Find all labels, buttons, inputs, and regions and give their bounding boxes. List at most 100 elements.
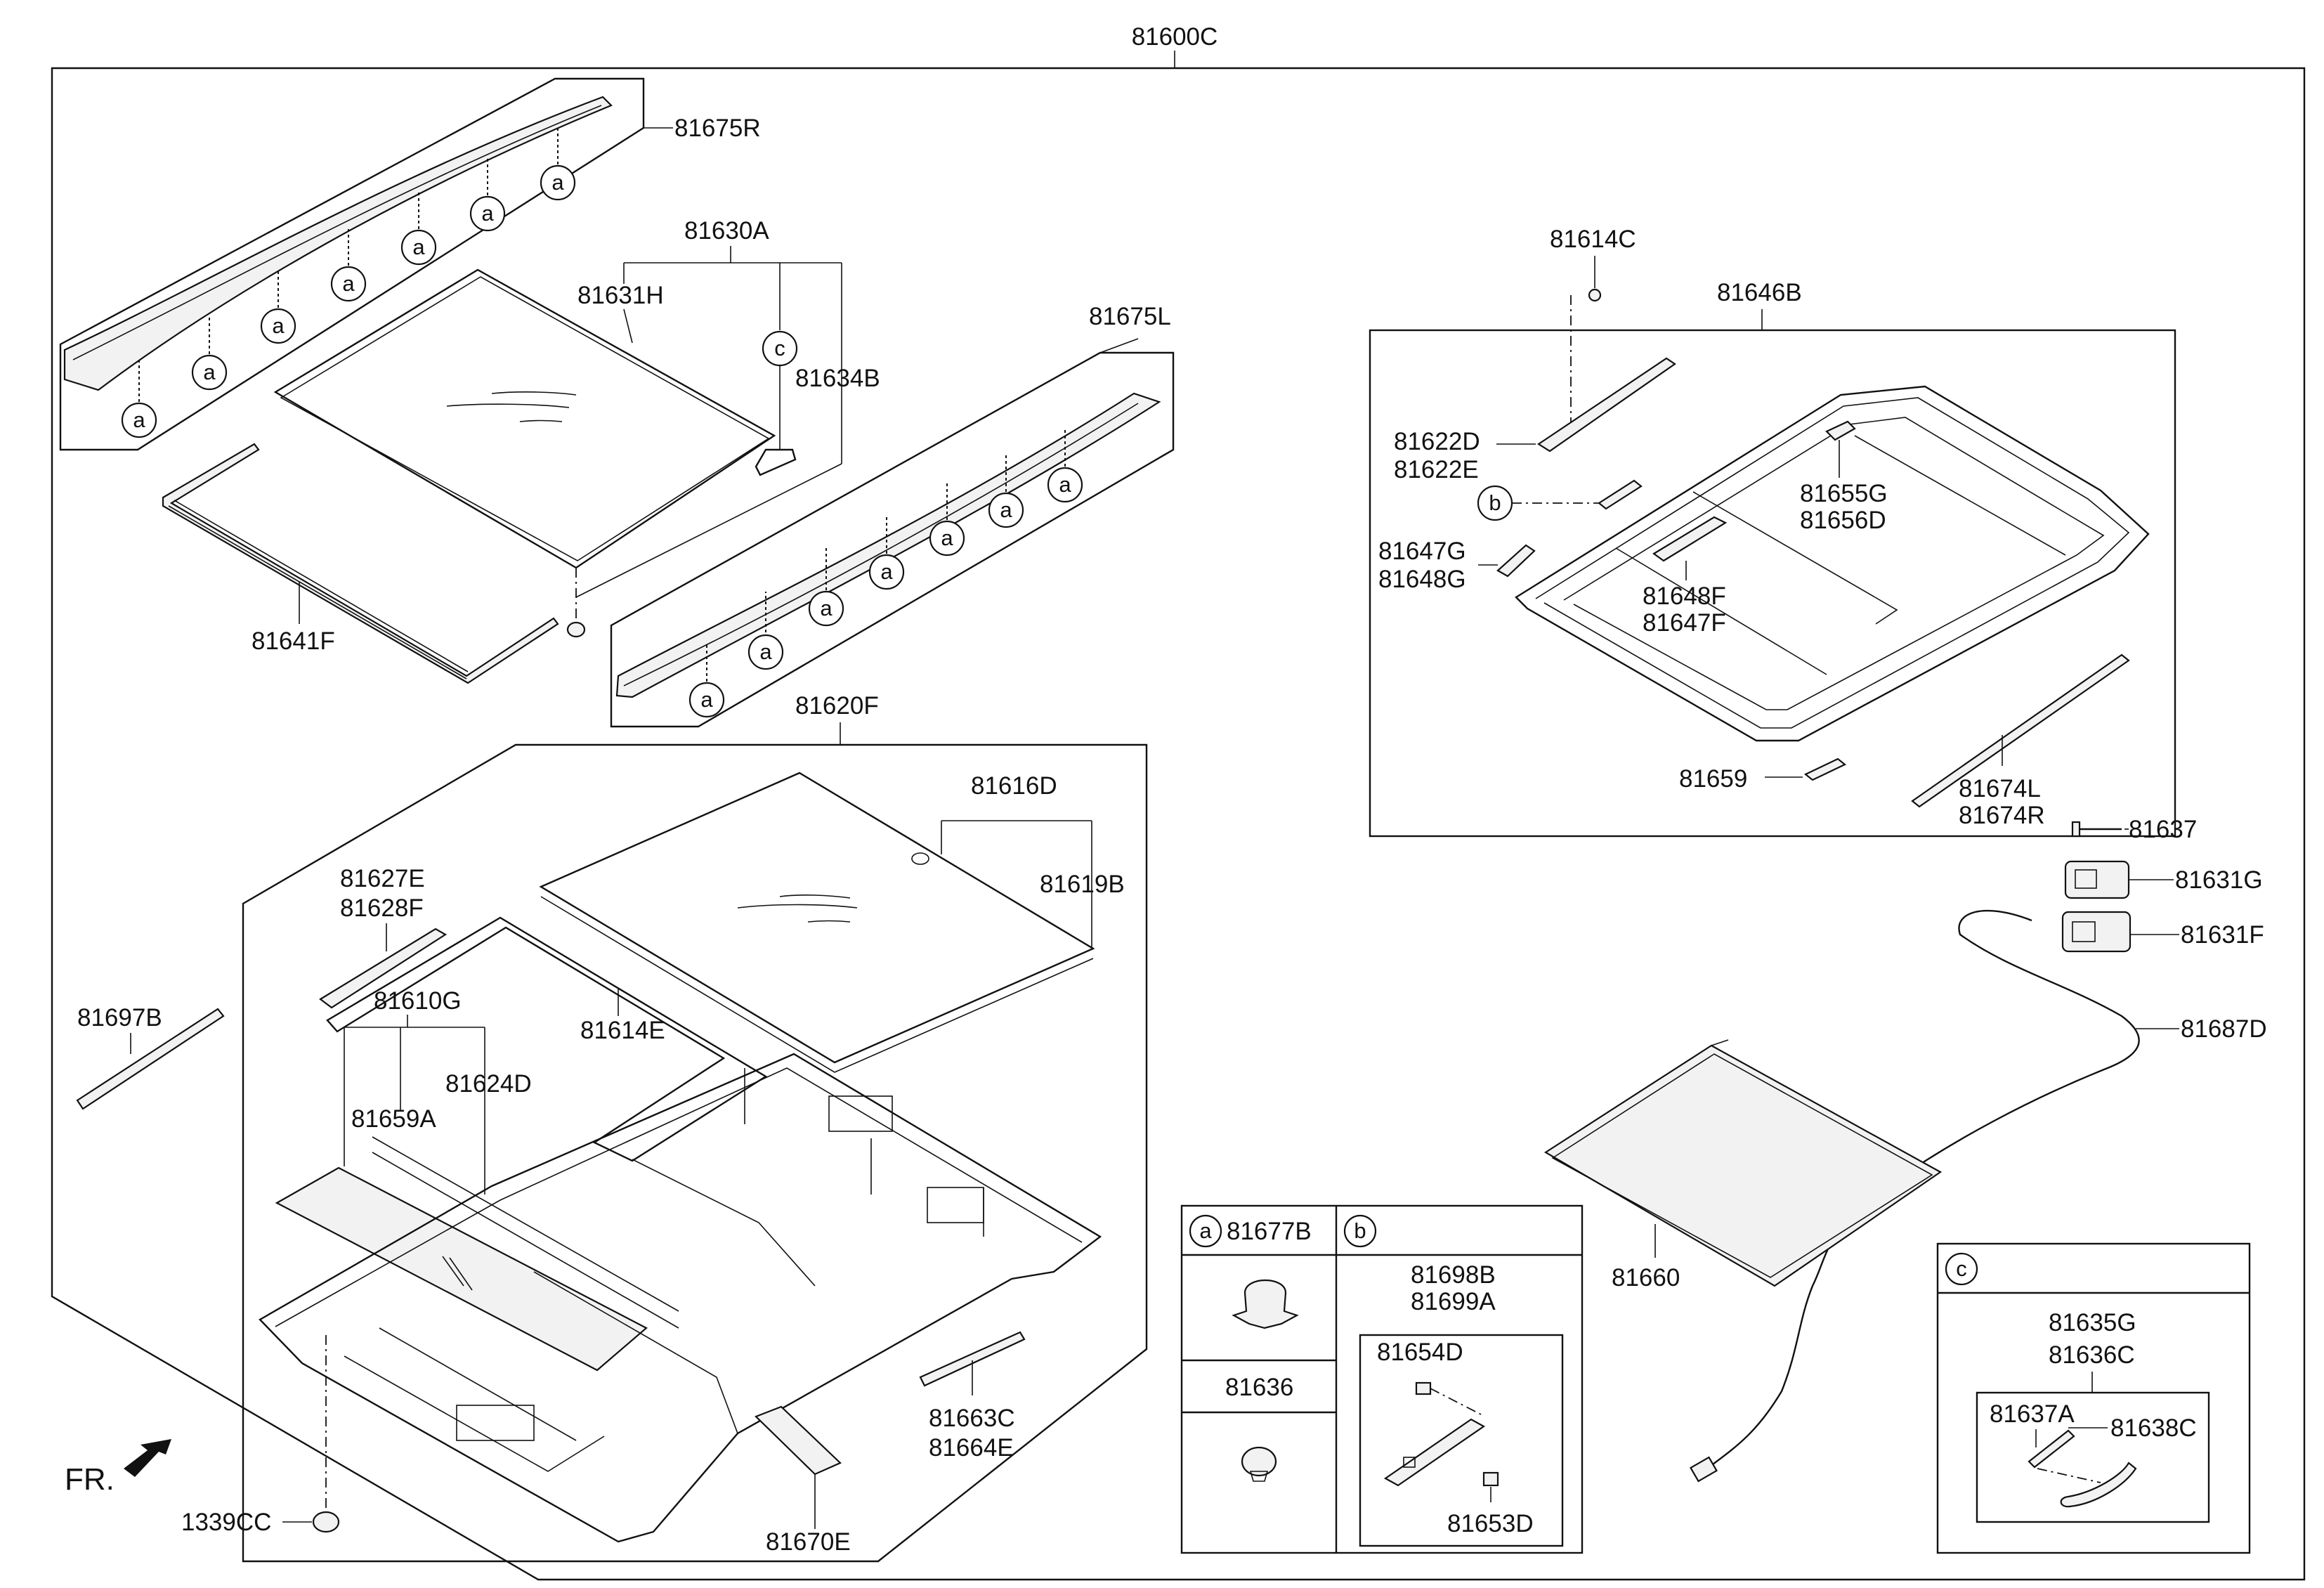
frame-81641F <box>162 443 559 684</box>
label-81664E: 81664E <box>929 1434 1014 1462</box>
grommet-1339CC-icon <box>312 1511 340 1533</box>
svg-text:a: a <box>342 271 355 296</box>
label-81620F: 81620F <box>795 692 879 720</box>
molding-81675R <box>63 96 613 391</box>
svg-text:a: a <box>272 313 285 338</box>
callout-a-5: a <box>400 190 437 266</box>
front-arrow-icon <box>124 1439 171 1477</box>
sunshade-81660 <box>1543 1039 1943 1287</box>
motor-81631G <box>2064 860 2130 899</box>
callout-a-2: a <box>191 315 228 391</box>
front-direction-label: FR. <box>65 1462 115 1497</box>
callout-c-marker: c <box>762 330 798 367</box>
rail-81674L <box>1911 653 2130 808</box>
legend-b-part4: 81653D <box>1447 1510 1534 1537</box>
label-81624D: 81624D <box>445 1070 532 1098</box>
label-81647F: 81647F <box>1643 609 1726 637</box>
legend-table-c <box>1936 1242 2251 1554</box>
svg-text:a: a <box>820 596 833 620</box>
legend-b-part1: 81698B <box>1411 1261 1496 1289</box>
clip-81654D-icon <box>1415 1381 1432 1395</box>
label-81647G: 81647G <box>1378 538 1466 565</box>
clip-81636-icon <box>1241 1446 1277 1482</box>
callout-a-7: a <box>540 125 576 201</box>
part-81647G <box>1496 544 1536 578</box>
outline-81646B <box>1369 329 2176 838</box>
legend-a-part2: 81636 <box>1225 1374 1293 1401</box>
deflector-81627E <box>319 928 448 1009</box>
svg-text:a: a <box>203 360 216 384</box>
assembly-number-81600C: 81600C <box>1132 23 1218 51</box>
label-1339CC: 1339CC <box>181 1509 271 1536</box>
assembly-outline <box>51 67 2306 1581</box>
label-81622E: 81622E <box>1394 456 1479 483</box>
label-81648F: 81648F <box>1643 583 1726 610</box>
label-81656D: 81656D <box>1800 507 1886 534</box>
label-81646B: 81646B <box>1717 279 1802 306</box>
callout-a-L1: a <box>688 645 725 718</box>
bracket-81670E <box>755 1405 842 1476</box>
label-81619B: 81619B <box>1040 871 1125 898</box>
legend-c-inner-box <box>1976 1391 2210 1523</box>
callout-a-L4: a <box>868 514 905 590</box>
callout-a-L2: a <box>748 592 784 670</box>
label-81616D: 81616D <box>971 772 1057 800</box>
grommet-icon <box>566 621 586 638</box>
legend-c-header: c <box>1945 1252 1978 1286</box>
label-81627E: 81627E <box>340 865 425 892</box>
label-81687D: 81687D <box>2181 1015 2267 1043</box>
rail-81622D <box>1536 357 1676 453</box>
bracket-b <box>1598 479 1643 510</box>
roof-body <box>259 1053 1102 1543</box>
clip-81677B-icon <box>1232 1280 1299 1329</box>
glass-81631H <box>273 268 776 569</box>
legend-b-inner-box <box>1359 1334 1564 1547</box>
panel-81610G <box>275 1166 648 1372</box>
motor-81631F <box>2061 911 2132 953</box>
molding-81675L <box>615 392 1161 698</box>
svg-text:a: a <box>941 526 953 550</box>
legend-c-part3: 81637A <box>1990 1400 2075 1428</box>
svg-text:c: c <box>774 336 785 360</box>
label-81634B: 81634B <box>795 365 880 392</box>
svg-text:a: a <box>133 408 145 432</box>
callout-a-L6: a <box>988 454 1024 528</box>
svg-text:b: b <box>1354 1218 1366 1243</box>
bracket-b-detail <box>1383 1418 1486 1487</box>
svg-text:a: a <box>880 559 893 584</box>
harness-81687D <box>1706 909 2140 1469</box>
callout-group-81675R: a a a a a a a <box>121 125 576 438</box>
callout-b-marker: b <box>1477 485 1513 521</box>
label-81675R: 81675R <box>674 115 761 142</box>
svg-text:c: c <box>1956 1256 1967 1281</box>
svg-text:a: a <box>759 639 772 664</box>
svg-text:a: a <box>1059 472 1071 497</box>
bracket-81655G <box>1825 420 1856 441</box>
seal-81614E <box>326 916 768 1162</box>
label-81641F: 81641F <box>252 627 335 655</box>
legend-table-ab <box>1180 1204 1584 1554</box>
part-81648F <box>1652 516 1728 562</box>
label-81659: 81659 <box>1679 765 1747 793</box>
legend-c-part4: 81638C <box>2110 1414 2197 1442</box>
label-81628F: 81628F <box>340 894 424 922</box>
label-81622D: 81622D <box>1394 428 1480 455</box>
part-81659 <box>1803 757 1847 781</box>
callout-a-6: a <box>469 156 506 232</box>
callout-a-1: a <box>121 357 157 438</box>
legend-b-part3: 81654D <box>1377 1339 1463 1366</box>
connector-icon <box>1690 1456 1718 1483</box>
label-81697B: 81697B <box>77 1004 162 1031</box>
outline-81620F <box>242 743 1148 1563</box>
fastener-81614C-icon <box>1588 288 1602 302</box>
callout-a-4: a <box>330 226 367 302</box>
callout-a-3: a <box>260 268 296 344</box>
label-81670E: 81670E <box>766 1528 851 1556</box>
label-81631G: 81631G <box>2175 866 2263 894</box>
label-81659A: 81659A <box>351 1105 436 1133</box>
label-81630A: 81630A <box>684 217 769 245</box>
label-81660: 81660 <box>1612 1264 1680 1291</box>
callout-a-L3: a <box>808 548 844 627</box>
callout-a-L7: a <box>1047 427 1083 503</box>
